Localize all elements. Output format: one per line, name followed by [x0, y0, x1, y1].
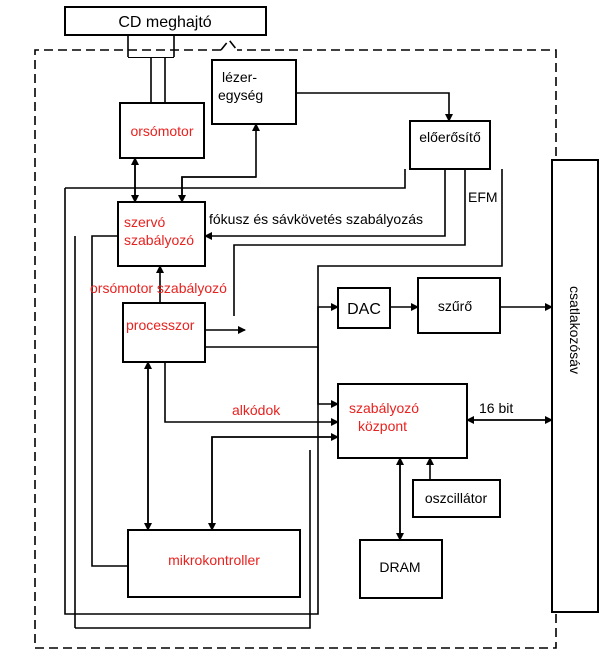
spindle-motor-box	[119, 102, 205, 159]
servo-label-1: szervó	[124, 214, 165, 230]
laser-unit-box	[211, 59, 297, 125]
spindle-motor-label: orsómotor	[130, 123, 193, 139]
dac-label: DAC	[347, 301, 381, 318]
system-boundary	[34, 49, 557, 649]
laser-unit-label-2: egység	[218, 87, 263, 103]
oscillator-label: oszcillátor	[425, 490, 488, 506]
dram-box	[359, 539, 443, 599]
dac-box	[337, 287, 391, 329]
cd-drive-label: CD meghajtó	[118, 14, 211, 31]
bus-label: csatlakozósáv	[567, 286, 583, 374]
oscillator-box	[412, 479, 501, 518]
spindle-control-label: orsómotor szabályozó	[90, 280, 227, 296]
processor-label: processzor	[126, 317, 195, 333]
central-label-1: szabályozó	[349, 400, 419, 416]
efm-label: EFM	[468, 189, 498, 205]
dram-label: DRAM	[379, 559, 420, 575]
cd-drive-box	[64, 6, 267, 36]
processor-box	[122, 302, 206, 363]
central-controller-box	[337, 383, 468, 459]
servo-controller-box	[117, 201, 206, 267]
microcontroller-box	[127, 529, 301, 598]
preamp-box	[409, 120, 491, 170]
preamp-label: előerősítő	[419, 129, 481, 145]
central-label-2: központ	[358, 418, 407, 434]
bus-box	[551, 159, 599, 613]
focus-tracking-label: fókusz és sávkövetés szabályozás	[209, 211, 423, 227]
subcodes-label: alkódok	[232, 402, 281, 418]
servo-label-2: szabályozó	[124, 232, 194, 248]
filter-label: szűrő	[438, 298, 472, 314]
filter-box	[417, 277, 501, 334]
bits-label: 16 bit	[479, 400, 513, 416]
microcontroller-label: mikrokontroller	[168, 552, 260, 568]
laser-unit-label-1: lézer-	[222, 69, 257, 85]
connections	[64, 35, 553, 629]
